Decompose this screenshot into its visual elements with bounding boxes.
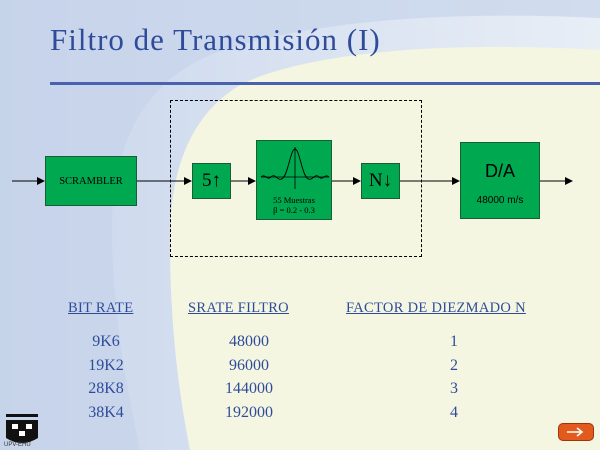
header-bit-rate: BIT RATE [68,300,134,316]
dac-block: D/A 48000 m/s [460,142,540,219]
bit-rate-column: 9K6 19K2 28K8 38K4 [76,330,136,424]
factor-n-value: 3 [450,380,458,397]
factor-n-value: 4 [450,403,458,421]
title-underline [50,82,600,85]
factor-n-column: 1 2 3 4 [436,330,472,424]
downsampler-label: N↓ [368,170,393,191]
dac-rate-label: 48000 m/s [476,195,524,206]
bit-rate-value: 38K4 [88,403,124,421]
upsampler-label: 5↑ [202,170,221,191]
srate-value: 96000 [229,356,269,374]
srate-value: 48000 [229,333,269,350]
dac-label: D/A [484,161,515,181]
bit-rate-value: 9K6 [92,333,120,350]
pulse-shaping-filter-block: 55 Muestras β = 0.2 - 0.3 [256,140,332,220]
downsampler-block: N↓ [361,163,400,199]
arrow-right-icon [567,427,584,437]
header-srate-filtro: SRATE FILTRO [188,300,289,316]
factor-n-value: 2 [450,356,458,374]
next-slide-button[interactable] [558,423,594,441]
filter-taps-label: 55 Muestras [273,195,315,205]
srate-value: 192000 [225,403,273,421]
filter-rolloff-label: β = 0.2 - 0.3 [273,205,315,215]
srate-value: 144000 [225,380,273,397]
header-factor-diezmado: FACTOR DE DIEZMADO N [346,300,526,316]
scrambler-block: SCRAMBLER [45,156,137,206]
interpolation-filter-group [170,100,422,257]
bit-rate-value: 28K8 [88,380,124,397]
bit-rate-value: 19K2 [88,356,124,374]
srate-filtro-column: 48000 96000 144000 192000 [209,330,289,424]
factor-n-value: 1 [450,333,458,350]
slide-title: Filtro de Transmisión (I) [50,22,381,57]
university-logo-icon [6,414,38,443]
scrambler-label: SCRAMBLER [59,175,123,187]
upsampler-block: 5↑ [192,163,231,199]
university-logo-text: UPV-EHU [4,442,31,448]
sinc-impulse-response-icon [260,147,330,189]
